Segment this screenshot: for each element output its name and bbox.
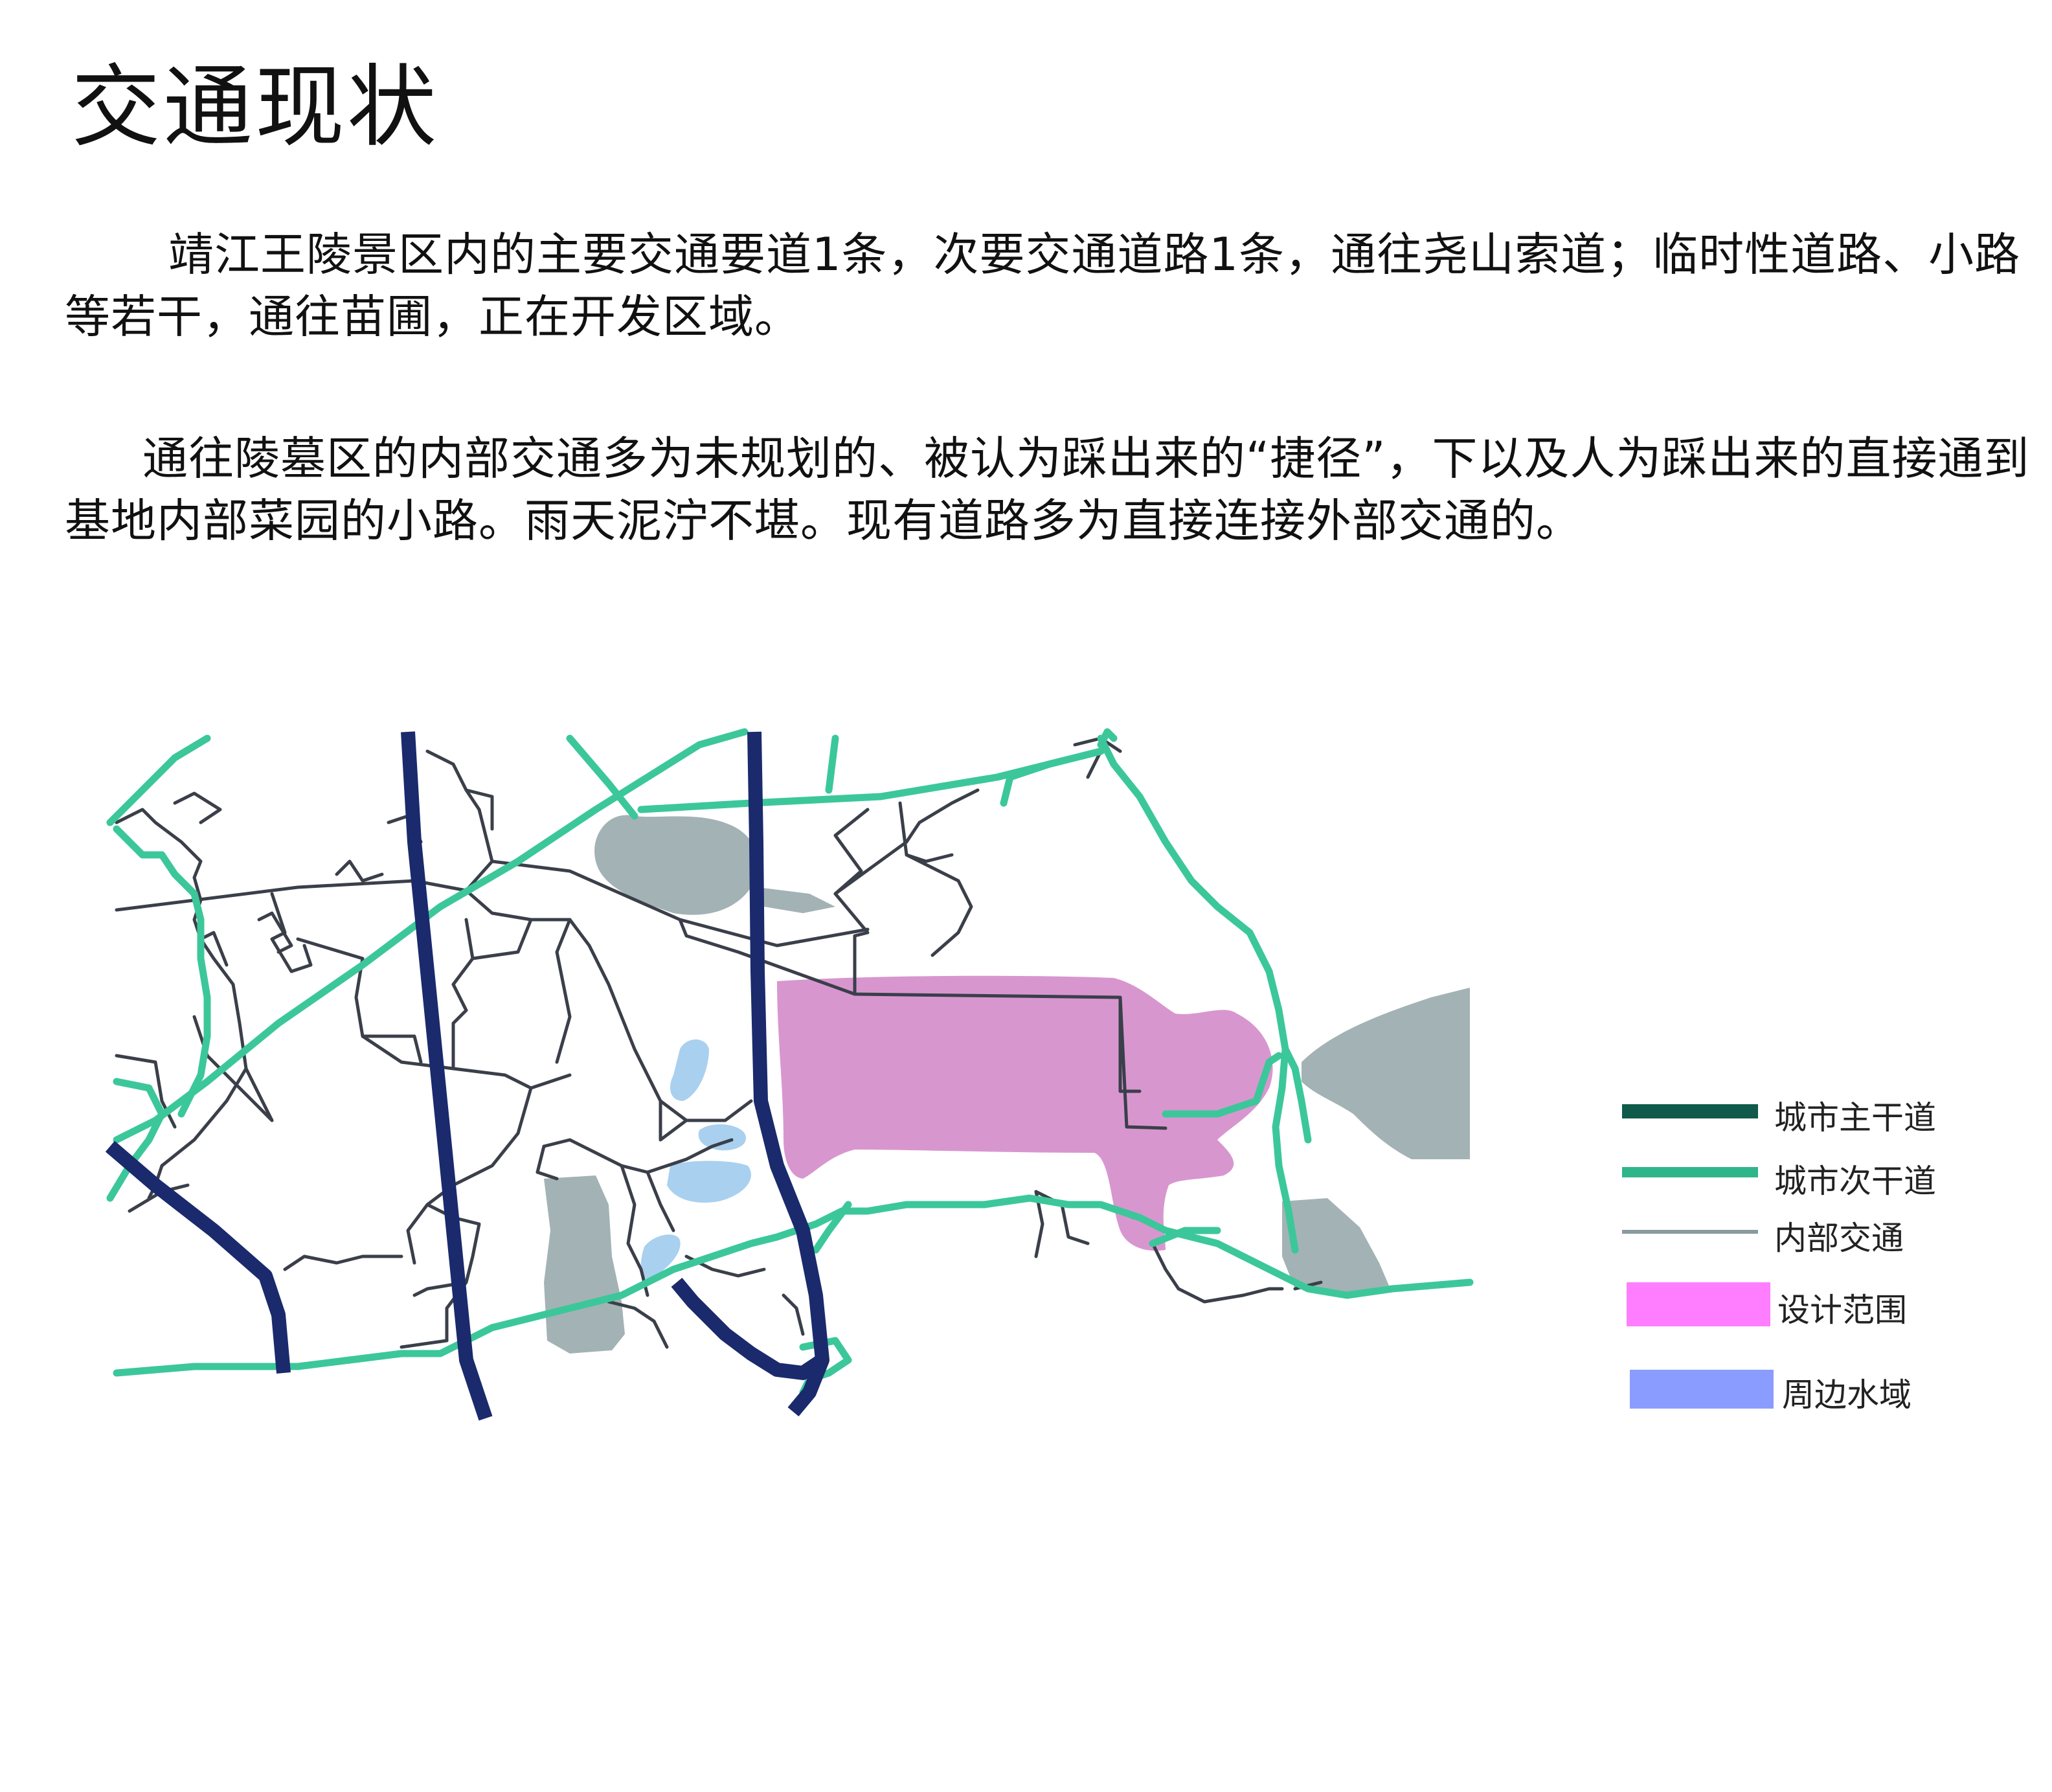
gray-areas [544, 815, 1470, 1354]
water-1 [670, 1039, 709, 1101]
internal-road [406, 1086, 533, 1265]
internal-road [1073, 736, 1103, 747]
internal-road [607, 1300, 669, 1349]
legend-label-secondary-road: 城市次干道 [1774, 1163, 1936, 1200]
water-3 [667, 1161, 751, 1203]
internal-road [361, 1034, 572, 1090]
gray-area-east [1302, 988, 1470, 1159]
internal-road [471, 918, 533, 960]
secondary-road-spur [1162, 1052, 1283, 1118]
legend [1622, 1104, 1774, 1409]
legend-label-main-road: 城市主干道 [1774, 1099, 1936, 1137]
internal-road [542, 1138, 669, 1174]
legend-swatch-main-road [1622, 1104, 1758, 1118]
internal-road [400, 1339, 449, 1349]
main-road-west [401, 731, 493, 1421]
internal-road [833, 788, 980, 896]
secondary-road-east-south [1149, 1227, 1221, 1247]
legend-label-internal-road: 内部交通 [1774, 1219, 1904, 1257]
internal-road [898, 801, 954, 863]
internal-road [270, 892, 313, 973]
water-2 [698, 1124, 746, 1151]
internal-road [192, 1015, 274, 1122]
legend-swatch-water [1630, 1370, 1774, 1409]
paragraph-2-text: 通往陵墓区的内部交通多为未规划的、被认为踩出来的“捷径”，下以及人为踩出来的直接… [65, 432, 2030, 547]
secondary-road-west-2 [106, 1078, 166, 1202]
legend-swatch-design-area [1627, 1282, 1770, 1326]
internal-road [296, 937, 423, 1064]
internal-road [833, 808, 870, 996]
secondary-road-ne-tail [1097, 728, 1118, 749]
paragraph-1: 靖江王陵景区内的主要交通要道1条，次要交通道路1条，通往尧山索道；临时性道路、小… [65, 223, 2033, 348]
internal-road [464, 889, 572, 1064]
secondary-road-north-2 [637, 747, 1105, 813]
internal-road [568, 918, 753, 1142]
internal-road [536, 1144, 559, 1181]
gray-area-southeast [1282, 1198, 1389, 1292]
secondary-road-west [113, 825, 211, 1118]
secondary-road-nw [106, 734, 211, 826]
main-roads [105, 731, 829, 1421]
main-road-central [747, 731, 829, 1417]
page-title: 交通现状 [71, 55, 440, 159]
legend-label-water: 周边水域 [1782, 1376, 1911, 1414]
internal-road [335, 859, 384, 883]
gray-area-north [594, 815, 758, 915]
internal-road [659, 1099, 688, 1122]
secondary-road-east-spine [1000, 747, 1105, 807]
internal-roads [115, 736, 1323, 1349]
internal-road [464, 788, 494, 831]
secondary-road-south-2 [113, 1265, 677, 1377]
internal-road [1151, 1242, 1284, 1304]
internal-road [905, 853, 973, 957]
main-road-southwest [105, 1140, 291, 1374]
paragraph-2: 通往陵墓区的内部交通多为未规划的、被认为踩出来的“捷径”，下以及人为踩出来的直接… [65, 427, 2033, 552]
internal-road [283, 1254, 403, 1271]
gray-area-west [544, 1175, 625, 1354]
legend-label-design-area: 设计范围 [1777, 1291, 1907, 1329]
paragraph-1-text: 靖江王陵景区内的主要交通要道1条，次要交通道路1条，通往尧山索道；临时性道路、小… [65, 228, 2021, 343]
internal-road [199, 931, 229, 967]
internal-road [665, 1138, 734, 1168]
secondary-road-north-3 [825, 734, 839, 794]
secondary-road-link [812, 1201, 852, 1254]
secondary-road-ne-branch [1281, 1045, 1312, 1144]
internal-road [620, 1164, 649, 1297]
internal-road [646, 1170, 675, 1232]
internal-road [1060, 1203, 1090, 1245]
secondary-road-ne [1097, 734, 1299, 1254]
internal-road [1118, 995, 1142, 1093]
water-bodies [640, 1039, 751, 1280]
legend-swatch-internal-road [1622, 1230, 1758, 1234]
internal-road [451, 918, 475, 1071]
internal-road [1086, 749, 1103, 779]
secondary-road-south [670, 1194, 1474, 1299]
internal-road [782, 1293, 805, 1336]
internal-road [173, 791, 222, 824]
legend-swatch-secondary-road [1622, 1167, 1758, 1177]
internal-road [425, 749, 494, 863]
water-4 [640, 1234, 681, 1280]
internal-road [257, 911, 293, 954]
gray-area-sliver [758, 887, 835, 913]
design-area [777, 975, 1273, 1251]
main-road-loop [671, 1277, 827, 1380]
secondary-road-north [566, 734, 638, 820]
